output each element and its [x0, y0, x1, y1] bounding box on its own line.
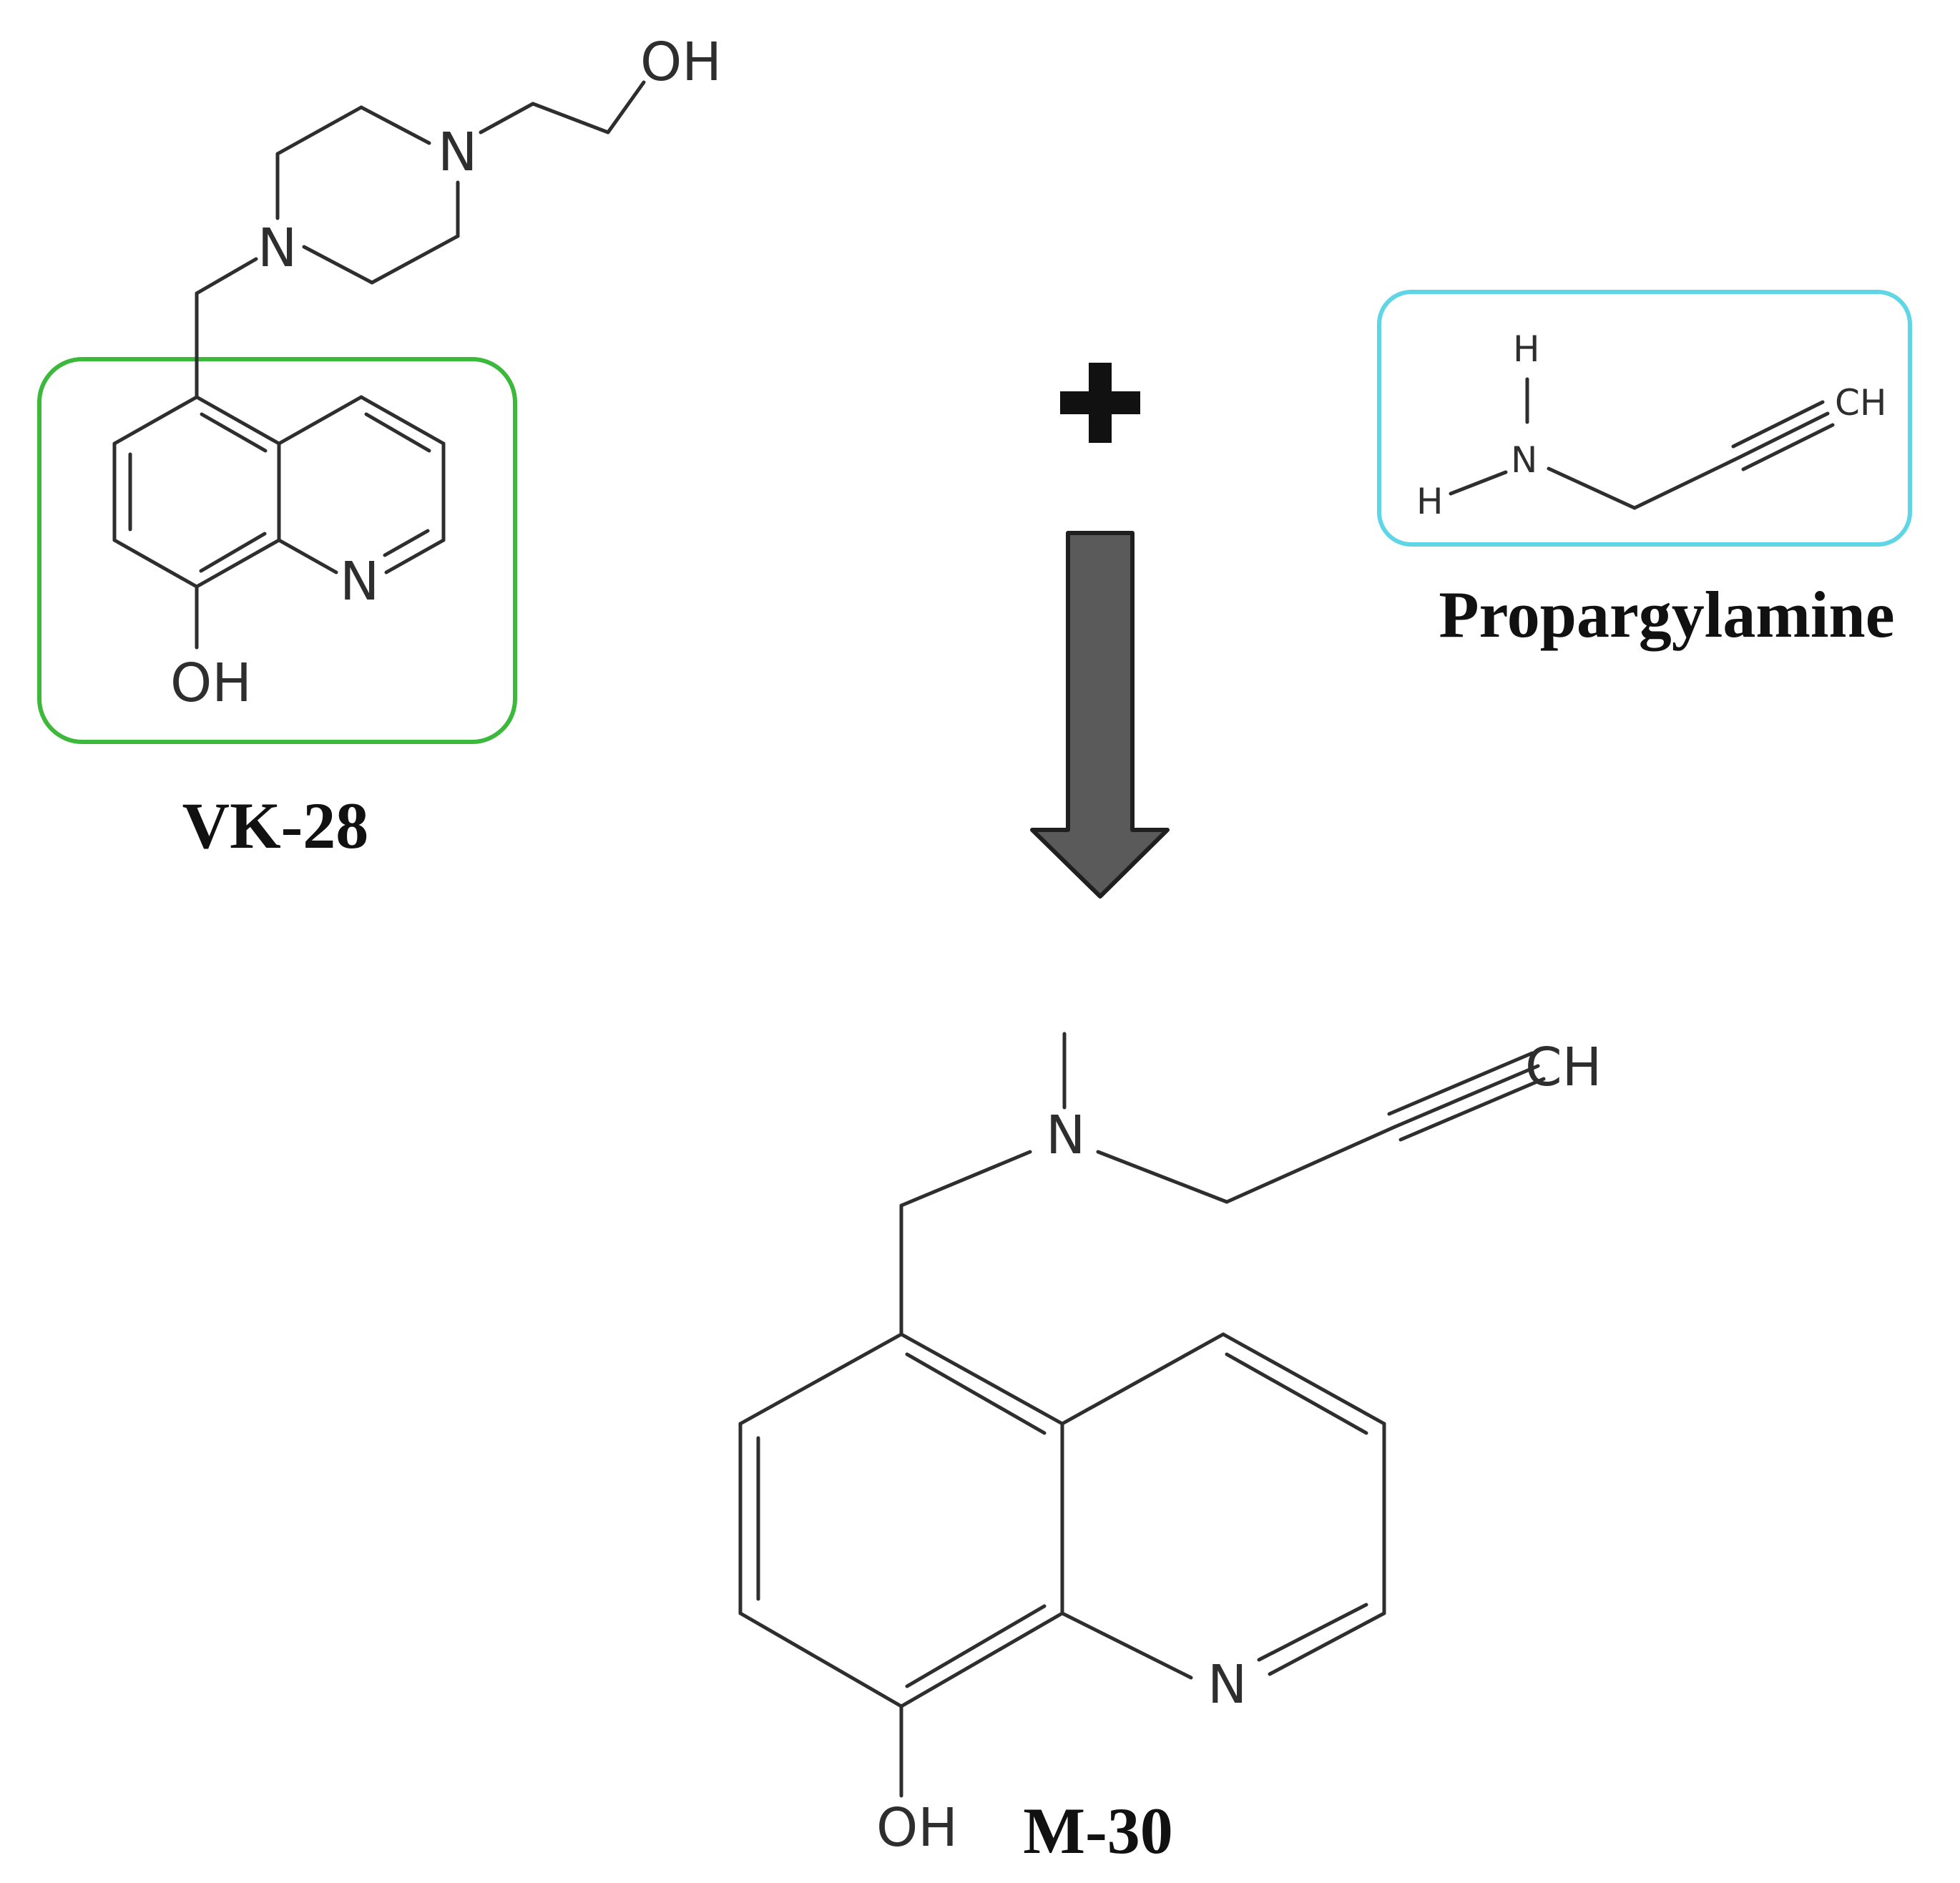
propargylamine-name: Propargylamine [1439, 578, 1894, 651]
vk28-atom-labels: OH N N N OH [170, 31, 722, 714]
vk28-quinoline-bonds [112, 395, 446, 650]
plus-sign [1060, 363, 1140, 443]
vk28-name: VK-28 [182, 789, 369, 862]
propargylamine-highlight-box [1377, 290, 1912, 547]
propargylamine-atom-labels: H N H CH [1416, 328, 1887, 522]
propargylamine-structure: H N H CH [1377, 290, 1912, 547]
vk28-sidechain-bonds [195, 80, 646, 399]
m30-atom-labels: N CH N OH [876, 1037, 1602, 1859]
m30-label-ch: CH [1525, 1037, 1602, 1098]
vk28-highlight-box [37, 357, 517, 744]
m30-sidechain-bonds [899, 1032, 1546, 1336]
propargylamine-label-n: N [1511, 439, 1537, 481]
m30-quinoline-bonds [738, 1332, 1386, 1798]
vk28-label-oh-top: OH [640, 31, 722, 93]
propargylamine-label-h-left: H [1416, 481, 1444, 522]
vk28-structure: OH N N N OH [37, 31, 722, 744]
propargylamine-label-ch: CH [1835, 382, 1887, 424]
vk28-label-n-piperazine-upper: N [438, 122, 477, 183]
propargylamine-label-h-top: H [1513, 328, 1540, 370]
vk28-label-n-piperazine-lower: N [258, 217, 297, 279]
m30-label-n-quinoline: N [1207, 1654, 1247, 1716]
m30-label-n-amine: N [1046, 1105, 1085, 1166]
m30-label-oh-phenol: OH [876, 1797, 958, 1859]
m30-structure: N CH N OH [738, 1032, 1602, 1859]
propargylamine-bonds [1449, 377, 1835, 510]
vk28-label-oh-phenol: OH [170, 652, 252, 714]
reaction-arrow [1030, 531, 1170, 899]
m30-name: M-30 [1023, 1794, 1172, 1867]
vk28-label-n-quinoline: N [340, 551, 379, 612]
